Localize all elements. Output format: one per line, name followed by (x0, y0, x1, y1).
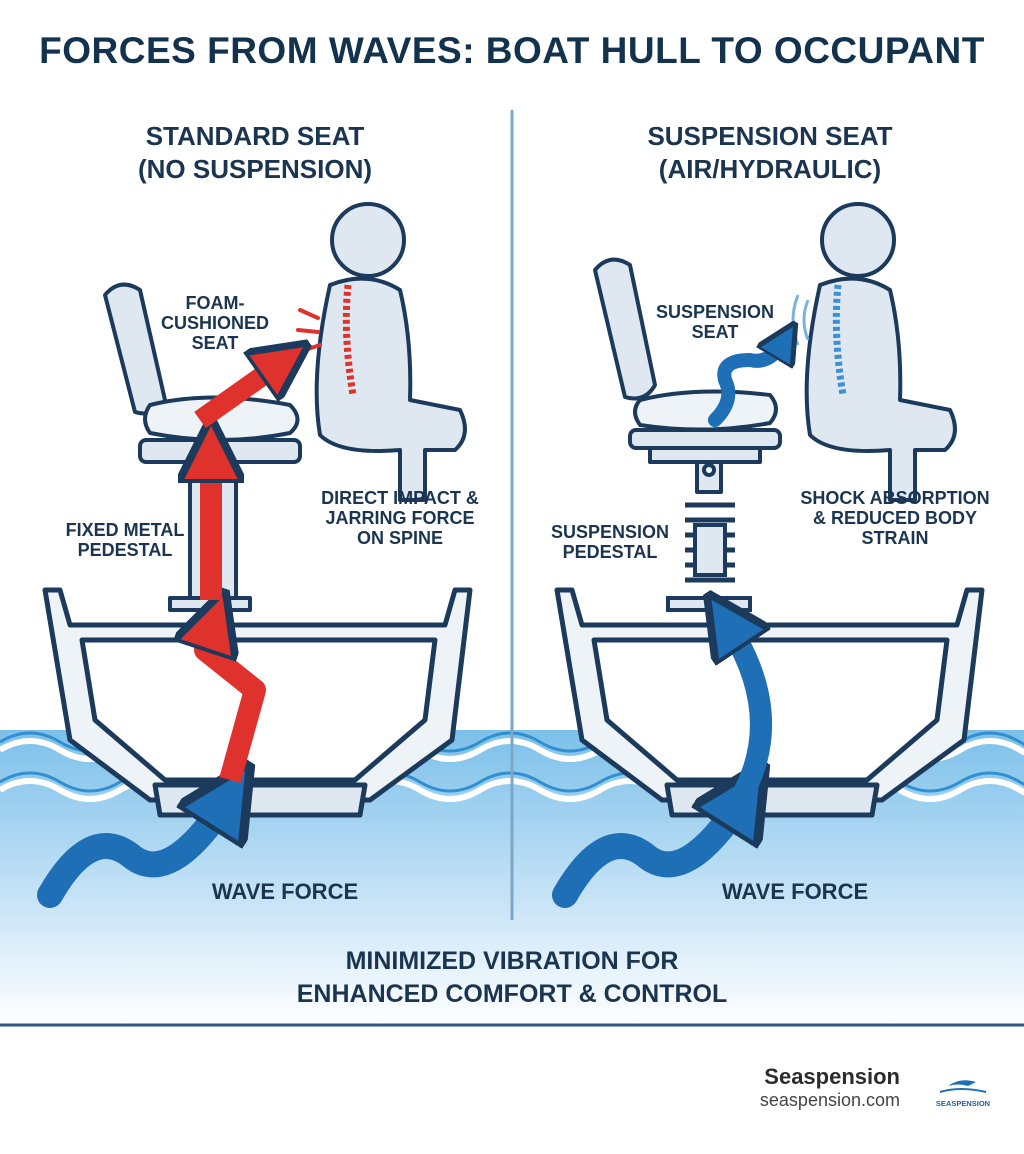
suspension-base (666, 596, 752, 612)
suspension-effect-label: SHOCK ABSORPTION & REDUCED BODY STRAIN (800, 488, 990, 549)
suspension-seat-label: SUSPENSION SEAT (655, 302, 775, 343)
suspension-wave-label: WAVE FORCE (721, 879, 869, 904)
standard-spine (342, 284, 357, 396)
page-title: FORCES FROM WAVES: BOAT HULL TO OCCUPANT (39, 30, 985, 71)
brand-logo: SEASPENSION (936, 1080, 990, 1108)
standard-wave-force-arrow (37, 795, 230, 908)
standard-hull-force-arrow (205, 620, 266, 783)
suspension-panel-title: SUSPENSION SEAT (AIR/HYDRAULIC) (647, 121, 893, 184)
standard-seat-label: FOAM- CUSHIONED SEAT (160, 293, 269, 354)
standard-wave-label: WAVE FORCE (211, 879, 359, 904)
suspension-damper (693, 523, 727, 577)
suspension-seat-force-arrow (708, 340, 785, 427)
brand-name: Seaspension (764, 1064, 900, 1089)
suspension-boat-hull (554, 587, 985, 818)
suspension-hull-force-arrow (725, 620, 772, 801)
suspension-spine (832, 284, 847, 396)
vibration-lines (791, 294, 810, 346)
suspension-pedestal-label: SUSPENSION PEDESTAL (550, 522, 670, 563)
standard-panel-title: STANDARD SEAT (NO SUSPENSION) (137, 121, 373, 184)
standard-occupant (314, 202, 467, 502)
standard-seat-force-arrow (194, 360, 285, 429)
impact-burst (296, 308, 322, 352)
suspension-wave-force-arrow (552, 795, 745, 908)
brand-logo-text: SEASPENSION (936, 1099, 990, 1108)
suspension-seat (593, 257, 782, 494)
standard-pedestal-label: FIXED METAL PEDESTAL (65, 520, 185, 561)
suspension-occupant (804, 202, 957, 502)
footer-message: MINIMIZED VIBRATION FOR ENHANCED COMFORT… (296, 947, 728, 1008)
brand-url[interactable]: seaspension.com (759, 1090, 900, 1110)
standard-effect-label: DIRECT IMPACT & JARRING FORCE ON SPINE (321, 488, 479, 549)
